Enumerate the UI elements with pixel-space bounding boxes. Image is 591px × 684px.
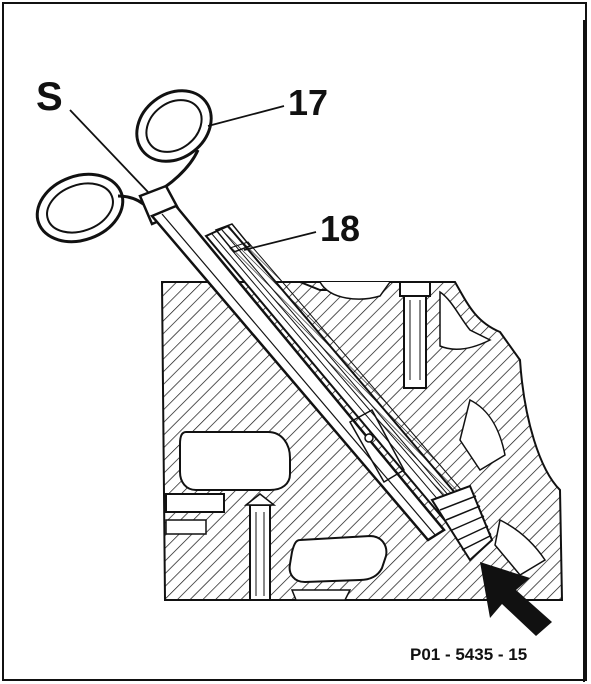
head-bolt-lower	[243, 493, 277, 601]
label-s: S	[36, 75, 63, 119]
label-18: 18	[320, 208, 360, 249]
side-pocket-left-2	[165, 519, 207, 535]
side-pocket-left	[165, 493, 225, 513]
leader-line-17	[207, 105, 285, 127]
top-recess	[319, 281, 391, 300]
threaded-tip	[430, 484, 494, 562]
pliers-tool	[35, 89, 446, 542]
direction-arrow	[480, 562, 552, 636]
leader-line-18	[243, 231, 317, 251]
label-17: 17	[288, 82, 328, 123]
right-cavity	[459, 398, 506, 472]
coolant-passage-left	[179, 431, 291, 491]
right-lower-cavity	[494, 518, 547, 576]
upper-right-cavity	[439, 290, 492, 351]
figure-code: P01 - 5435 - 15	[410, 645, 527, 664]
leader-line-s	[69, 109, 149, 193]
lower-cavity	[290, 589, 352, 601]
head-bolt-upper	[399, 281, 431, 389]
injector-sleeve	[204, 223, 492, 550]
coolant-passage-lower	[288, 534, 388, 584]
